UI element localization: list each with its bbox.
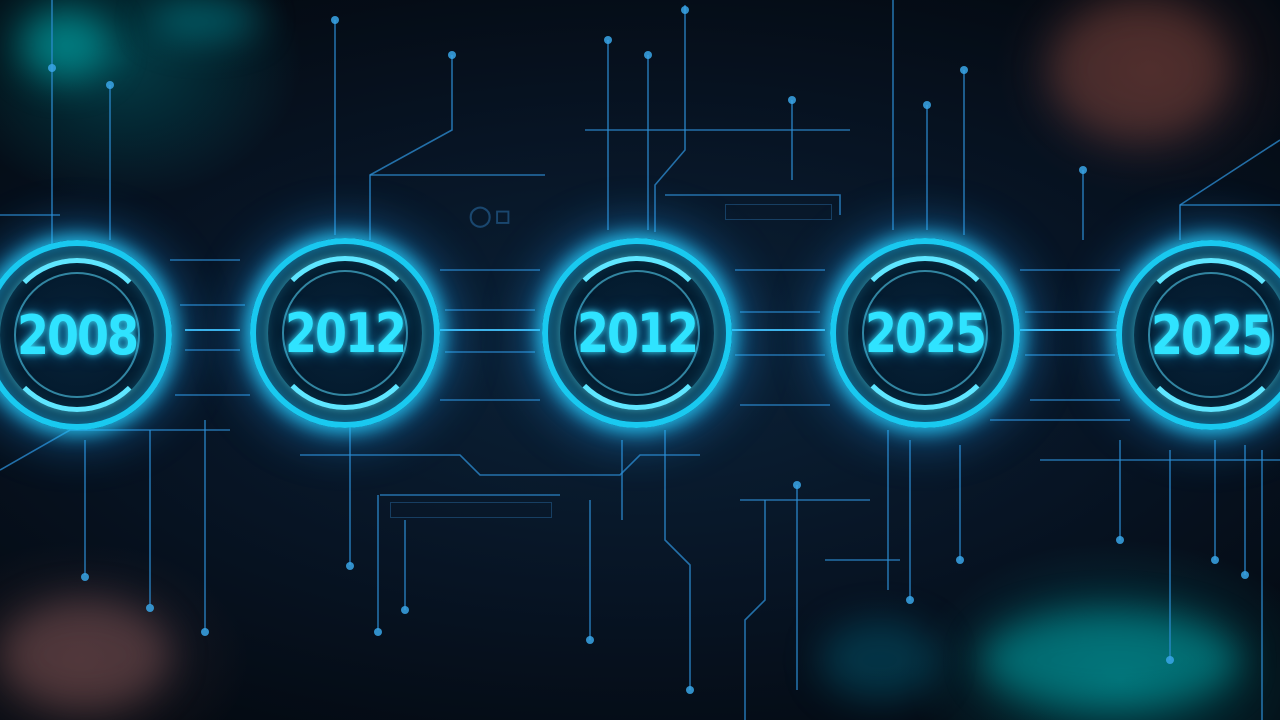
timeline-node-4: 2025 [830, 238, 1020, 428]
year-label-4: 2025 [864, 301, 987, 365]
timeline-node-1: 2008 [0, 240, 172, 430]
year-label-5: 2025 [1150, 303, 1273, 367]
timeline-node-2: 2012 [250, 238, 440, 428]
bokeh-brown-top-right [1050, 0, 1230, 140]
bokeh-teal-bottom-mid [820, 620, 940, 700]
background-glyph-strip-top [725, 204, 832, 220]
timeline-node-3: 2012 [542, 238, 732, 428]
bokeh-brown-bottom-left [0, 600, 170, 710]
bokeh-teal-top [150, 0, 260, 40]
year-label-3: 2012 [576, 301, 699, 365]
bokeh-teal-top-left [20, 10, 110, 80]
year-label-2: 2012 [284, 301, 407, 365]
year-label-1: 2008 [16, 303, 139, 367]
background-glyph-blurred: ◯▫ [470, 195, 515, 235]
bokeh-teal-bottom-right [980, 610, 1240, 710]
timeline-node-5: 2025 [1116, 240, 1280, 430]
background-glyph-strip-bottom [390, 502, 552, 518]
